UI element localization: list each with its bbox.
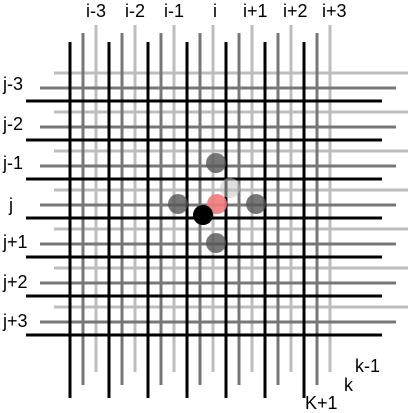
layer-labels: k-1 k K+1	[305, 356, 380, 413]
stencil-node-north	[206, 153, 226, 173]
row-label: j+1	[2, 232, 28, 252]
column-labels: i-3 i-2 i-1 i i+1 i+2 i+3	[86, 1, 347, 21]
stencil-node-west	[168, 194, 188, 214]
column-label: i+1	[243, 1, 268, 21]
column-label: i-2	[125, 1, 145, 21]
column-label: i-3	[86, 1, 106, 21]
stencil-node-lower	[193, 205, 213, 225]
row-label: j-1	[2, 153, 23, 173]
row-label: j-3	[2, 74, 23, 94]
stencil-nodes	[168, 153, 266, 253]
stencil-node-south	[206, 233, 226, 253]
layer-label: k-1	[355, 356, 380, 376]
layer-label: K+1	[305, 393, 338, 413]
row-labels: j-3 j-2 j-1 j j+1 j+2 j+3	[2, 74, 28, 331]
row-label: j+2	[2, 272, 28, 292]
column-label: i+3	[322, 1, 347, 21]
column-label: i-1	[164, 1, 184, 21]
stencil-node-center	[207, 194, 227, 214]
layer-label: k	[344, 375, 354, 395]
grid-layer-k-minus-1	[54, 25, 408, 372]
row-label: j-2	[2, 114, 23, 134]
column-label: i	[213, 1, 217, 21]
stencil-node-upper	[220, 178, 240, 198]
stencil-node-east	[246, 194, 266, 214]
grid-layer-k-plus-1	[26, 42, 382, 398]
row-label: j	[8, 195, 13, 215]
column-label: i+2	[283, 1, 308, 21]
row-label: j+3	[2, 311, 28, 331]
